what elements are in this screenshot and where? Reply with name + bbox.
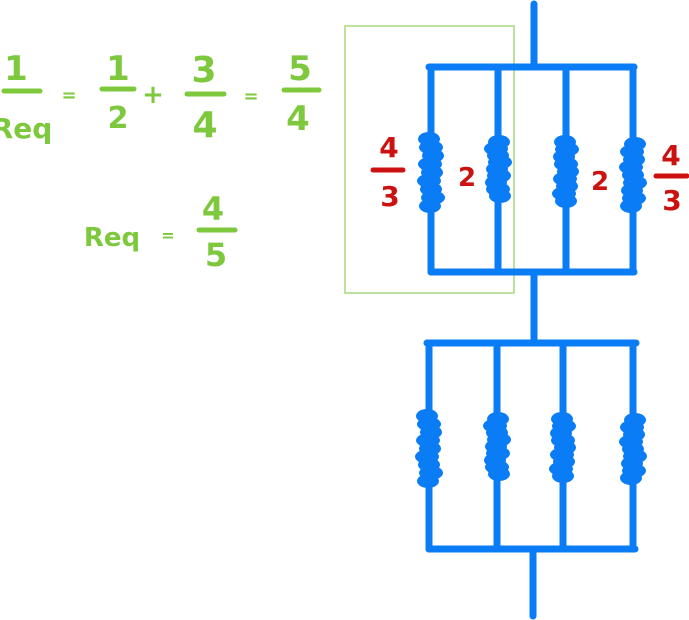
term2-numerator: 3 [191,50,216,91]
lhs-numerator: 1 [4,49,28,89]
coil-core [490,138,506,200]
resistor-coil [417,132,445,213]
equation-line-1: 1 Req = 1 2 + 3 4 = 5 4 [0,49,322,146]
bottom-branch-2 [483,339,511,553]
resistor-coil [415,409,443,488]
coil-core [421,412,437,485]
resistor-coil [484,135,512,203]
top-parallel-group [417,63,647,276]
top-group-labels: 4 3 2 2 4 3 [370,131,689,217]
resistor-coil [549,412,576,483]
bottom-branch-1 [415,339,443,553]
coil-core [558,138,574,205]
term1-denominator: 2 [108,101,129,136]
top-branch-2 [484,63,512,276]
resistor-coil [483,412,511,481]
top-branch-3 [552,63,579,276]
equation-line-2: Req = 4 5 [84,190,238,274]
req-label: Req [84,223,140,253]
result-numerator: 5 [288,49,312,89]
coil-core [625,140,641,210]
label-4-denominator: 3 [662,184,681,217]
final-numerator: 4 [202,190,224,228]
label-4-numerator: 4 [661,139,680,172]
bottom-parallel-group [415,339,647,553]
plus-sign: + [142,80,164,110]
top-branch-1 [417,63,445,276]
label-1-denominator: 3 [380,180,399,213]
resistor-coil [552,135,579,208]
equals-sign-3: = [161,226,174,245]
lhs-denominator: Req [0,112,52,145]
label-3: 2 [591,167,609,197]
bottom-branch-3 [549,339,576,553]
coil-core [423,135,439,210]
coil-core [555,415,571,480]
coil-core [625,416,641,482]
bottom-branch-4 [619,339,647,553]
final-denominator: 5 [205,236,227,274]
result-denominator: 4 [286,99,310,139]
top-branch-4 [619,63,647,276]
label-2: 2 [458,163,476,193]
term1-numerator: 1 [106,49,130,89]
coil-core [489,415,505,478]
resistor-coil [619,137,647,213]
equals-sign-1: = [61,85,76,106]
resistor-coil [619,413,647,485]
label-1-numerator: 4 [379,131,398,164]
selection-box[interactable] [344,25,515,294]
term2-denominator: 4 [192,105,217,146]
equals-sign-2: = [243,86,258,107]
